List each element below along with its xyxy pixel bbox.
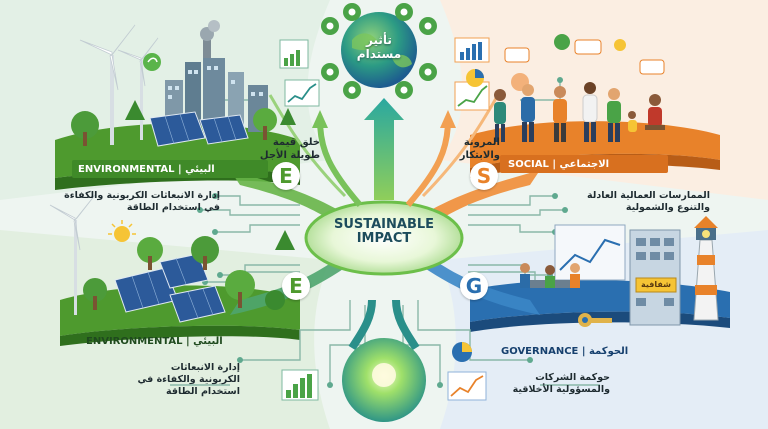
letter-e-bottom: E [282, 272, 310, 300]
env-top-desc-line1: إدارة الانبعاثات الكربونية والكفاءة [64, 190, 220, 201]
governance-description: حوكمة الشركات والمسؤولية الأخلاقية [490, 372, 610, 396]
globe-caption-line2: مستدام [356, 47, 402, 61]
social-desc-line1: الممارسات العمالية العادلة [587, 190, 710, 201]
long-term-value-line1: خلق قيمة [272, 137, 320, 148]
social-desc-line2: والتنوع والشمولية [625, 202, 710, 213]
center-title-line1: SUSTAINABLE [333, 217, 435, 232]
social-description: الممارسات العمالية العادلة والتنوع والشم… [560, 190, 710, 214]
governance-ribbon: GOVERNANCE | الحوكمة [501, 345, 629, 357]
center-title-line2: IMPACT [356, 231, 412, 246]
resilience-innovation-label: المرونة والابتكار [440, 136, 500, 162]
letter-s: S [470, 162, 498, 190]
letter-e-top: E [272, 162, 300, 190]
resilience-line1: المرونة [463, 137, 500, 148]
env-top-description: إدارة الانبعاثات الكربونية والكفاءة في ا… [40, 190, 220, 214]
env-bottom-desc-line1: إدارة الانبعاثات [170, 362, 240, 373]
letter-g: G [460, 272, 488, 300]
governance-desc-line2: والمسؤولية الأخلاقية [512, 384, 610, 395]
env-top-ribbon: ENVIRONMENTAL | البيئي [72, 160, 268, 178]
long-term-value-label: خلق قيمة طويلة الأجل [250, 136, 320, 162]
globe-caption: تأثير مستدام [345, 33, 413, 61]
env-bottom-desc-line3: استخدام الطاقة [166, 386, 240, 397]
transparency-sign: شفافية [641, 280, 671, 289]
env-bottom-desc-line2: الكربونية والكفاءة في [137, 374, 240, 385]
env-top-desc-line2: في استخدام الطاقة [126, 202, 220, 213]
long-term-value-line2: طويلة الأجل [259, 150, 320, 161]
resilience-line2: والابتكار [459, 150, 500, 161]
env-bottom-ribbon: ENVIRONMENTAL | البيئي [86, 335, 223, 347]
governance-desc-line1: حوكمة الشركات [535, 372, 610, 383]
globe-caption-line1: تأثير [366, 33, 392, 47]
env-bottom-description: إدارة الانبعاثات الكربونية والكفاءة في ا… [110, 362, 240, 398]
social-ribbon: SOCIAL | الاجتماعي [500, 155, 668, 173]
sustainable-impact-title: SUSTAINABLE IMPACT [318, 218, 450, 246]
